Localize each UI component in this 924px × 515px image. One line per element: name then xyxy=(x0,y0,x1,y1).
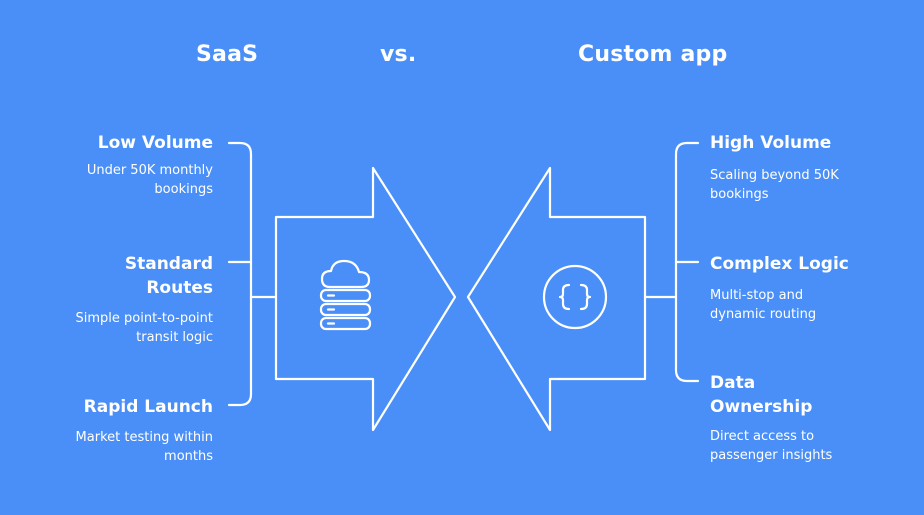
cloud-server-icon xyxy=(319,259,372,331)
custom-item-desc: Scaling beyond 50K bookings xyxy=(710,168,839,202)
saas-item-title: Standard Routes xyxy=(124,254,213,298)
saas-bracket xyxy=(227,141,253,407)
custom-item-high-volume: High Volume Scaling beyond 50K bookings xyxy=(710,131,900,204)
saas-item-desc: Market testing within months xyxy=(75,430,213,464)
custom-arrow xyxy=(466,166,647,432)
code-braces-icon xyxy=(542,264,608,330)
custom-item-desc: Multi-stop and dynamic routing xyxy=(710,288,817,322)
saas-item-desc: Simple point-to-point transit logic xyxy=(75,311,213,345)
custom-item-data-ownership: Data Ownership Direct access to passenge… xyxy=(710,371,900,465)
saas-arrow xyxy=(274,166,457,432)
saas-item-low-volume: Low Volume Under 50K monthly bookings xyxy=(23,131,213,199)
saas-item-title: Rapid Launch xyxy=(83,397,213,417)
custom-item-complex-logic: Complex Logic Multi-stop and dynamic rou… xyxy=(710,252,900,324)
vs-label: vs. xyxy=(380,42,417,67)
custom-item-desc: Direct access to passenger insights xyxy=(710,429,833,463)
saas-item-desc: Under 50K monthly bookings xyxy=(86,163,213,197)
saas-item-standard-routes: Standard Routes Simple point-to-point tr… xyxy=(23,252,213,347)
custom-app-header: Custom app xyxy=(578,42,728,67)
custom-item-title: Complex Logic xyxy=(710,254,849,274)
custom-item-title: Data Ownership xyxy=(710,373,813,417)
custom-item-title: High Volume xyxy=(710,133,832,153)
saas-item-rapid-launch: Rapid Launch Market testing within month… xyxy=(23,395,213,466)
saas-item-title: Low Volume xyxy=(97,133,213,153)
saas-header: SaaS xyxy=(196,42,259,67)
